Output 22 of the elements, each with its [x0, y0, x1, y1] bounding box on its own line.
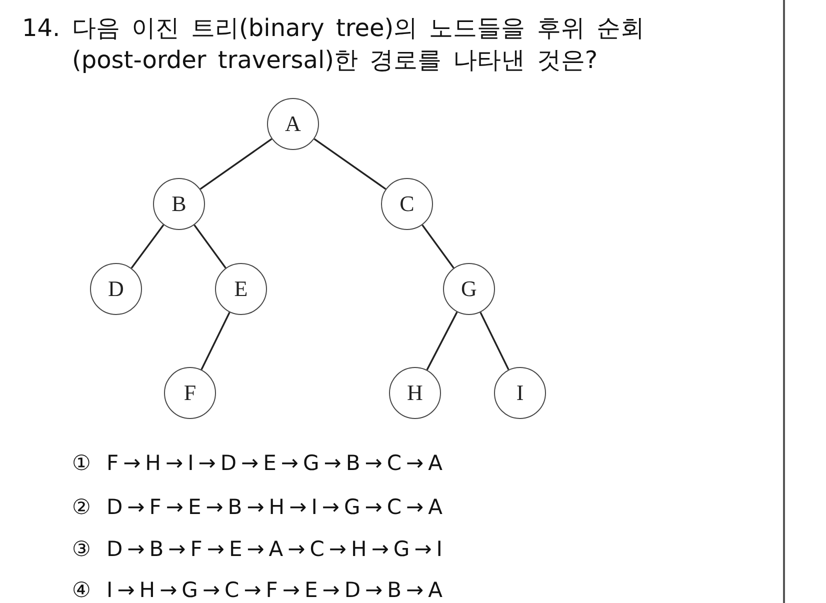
tree-edge [422, 224, 454, 268]
tree-node: G [443, 263, 495, 315]
tree-edge [480, 312, 510, 370]
tree-edge [130, 224, 164, 269]
question-title: 14. 다음 이진 트리(binary tree)의 노드들을 후위 순회 (post-order traversal)한 경로를 나타낸 것은? [22, 13, 646, 76]
tree-node: D [90, 263, 142, 315]
answer-option: ② D→F→E→B→H→I→G→C→A [72, 494, 447, 520]
tree-edge [426, 312, 458, 370]
tree-node: C [381, 178, 433, 230]
tree-edge [200, 138, 272, 190]
tree-node: A [267, 98, 319, 150]
tree-edge [200, 312, 230, 370]
tree-node: H [389, 367, 441, 419]
answer-option: ③ D→B→F→E→A→C→H→G→I [72, 536, 447, 562]
tree-edge [194, 224, 226, 268]
tree-edge [314, 138, 386, 190]
answer-option: ① F→H→I→D→E→G→B→C→A [72, 450, 447, 476]
tree-node: E [215, 263, 267, 315]
tree-node: I [494, 367, 546, 419]
answer-option: ④ I→H→G→C→F→E→D→B→A [72, 577, 447, 603]
tree-node: F [164, 367, 216, 419]
tree-node: B [153, 178, 205, 230]
